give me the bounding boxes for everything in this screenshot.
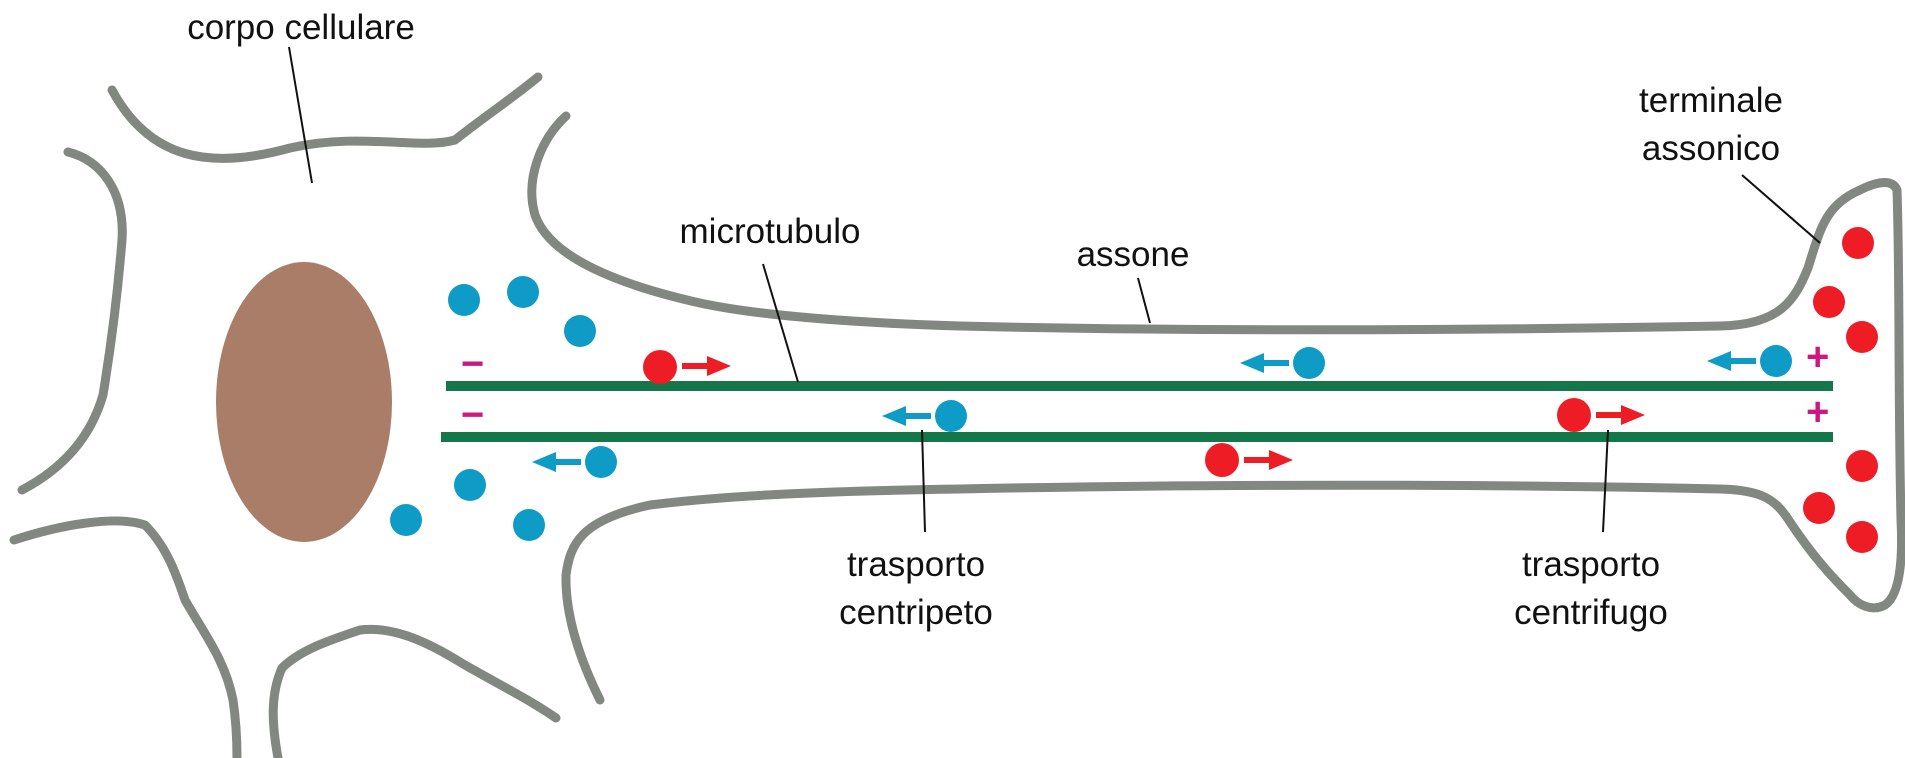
anterograde-vesicle bbox=[1803, 492, 1835, 524]
label-anterograde-line1: trasporto bbox=[1522, 545, 1660, 584]
label-retrograde-line2: centripeto bbox=[839, 593, 993, 632]
retrograde-vesicle bbox=[564, 315, 596, 347]
leader-cell-body bbox=[288, 46, 313, 184]
plus-sign-upper: + bbox=[1806, 335, 1829, 379]
anterograde-vesicle bbox=[1813, 286, 1845, 318]
leader-lines bbox=[288, 46, 1821, 533]
retrograde-vesicle bbox=[507, 276, 539, 308]
nucleus bbox=[216, 262, 392, 542]
left-arrow-icon bbox=[1240, 353, 1264, 373]
leader-anterograde bbox=[1602, 429, 1609, 533]
leader-retrograde bbox=[921, 429, 926, 533]
label-axon: assone bbox=[1077, 235, 1190, 274]
retrograde-transport-units bbox=[532, 345, 1792, 478]
anterograde-vesicle bbox=[1846, 521, 1878, 553]
retrograde-unit bbox=[882, 400, 967, 432]
label-cell-body: corpo cellulare bbox=[187, 8, 415, 47]
minus-sign-upper: − bbox=[461, 342, 484, 386]
anterograde-vesicle bbox=[1846, 450, 1878, 482]
retrograde-unit bbox=[1240, 347, 1325, 379]
right-arrow-icon bbox=[707, 356, 731, 376]
leader-axon-terminal bbox=[1741, 174, 1821, 244]
retrograde-vesicle bbox=[448, 284, 480, 316]
minus-sign-lower: − bbox=[461, 393, 484, 437]
plus-sign-lower: + bbox=[1806, 390, 1829, 434]
anterograde-vesicles-terminal bbox=[1803, 227, 1878, 553]
right-arrow-icon bbox=[1269, 450, 1293, 470]
axon-upper-membrane bbox=[527, 111, 1905, 705]
anterograde-vesicle bbox=[1842, 227, 1874, 259]
left-arrow-icon bbox=[882, 406, 906, 426]
retrograde-unit bbox=[532, 446, 617, 478]
retrograde-vesicle bbox=[454, 469, 486, 501]
anterograde-transport-units bbox=[643, 350, 1645, 477]
leader-microtubule bbox=[762, 263, 799, 383]
label-microtubule: microtubulo bbox=[680, 212, 861, 251]
anterograde-unit bbox=[1557, 398, 1645, 432]
retrograde-unit bbox=[1707, 345, 1792, 377]
right-arrow-icon bbox=[1621, 405, 1645, 425]
label-axon-terminal-line1: terminale bbox=[1639, 81, 1783, 120]
retrograde-vesicle bbox=[513, 509, 545, 541]
anterograde-unit bbox=[1205, 443, 1293, 477]
label-anterograde-line2: centrifugo bbox=[1514, 593, 1668, 632]
left-arrow-icon bbox=[1707, 351, 1731, 371]
label-axon-terminal-line2: assonico bbox=[1642, 129, 1780, 168]
retrograde-vesicles-cell-body bbox=[390, 276, 596, 541]
leader-axon bbox=[1137, 277, 1151, 324]
anterograde-vesicle bbox=[1846, 321, 1878, 353]
left-arrow-icon bbox=[532, 452, 556, 472]
anterograde-unit bbox=[643, 350, 731, 384]
retrograde-vesicle bbox=[390, 504, 422, 536]
cell-body-membrane bbox=[9, 72, 561, 758]
label-retrograde-line1: trasporto bbox=[847, 545, 985, 584]
